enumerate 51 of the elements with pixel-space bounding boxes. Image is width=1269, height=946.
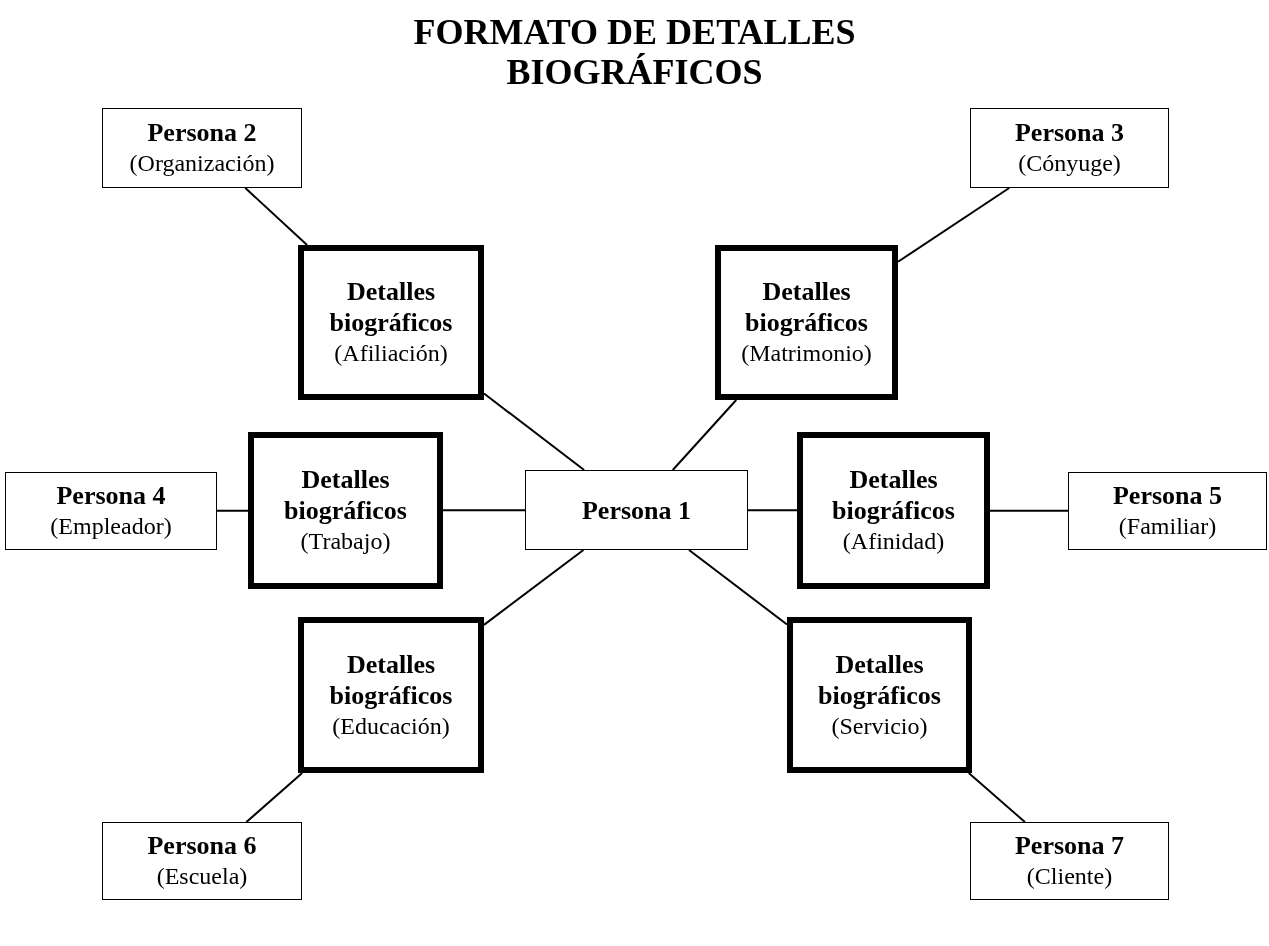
person-box bbox=[970, 822, 1169, 900]
node-subtitle: (Empleador) bbox=[50, 512, 172, 541]
connector-line bbox=[442, 509, 526, 512]
person-box bbox=[5, 472, 217, 550]
node-subtitle: (Cliente) bbox=[1026, 862, 1113, 891]
node-heading: Persona 7 bbox=[1014, 830, 1124, 861]
node-subtitle: (Matrimonio) bbox=[741, 339, 872, 368]
node-subtitle: (Familiar) bbox=[1118, 512, 1217, 541]
node-heading: Detalles biográficos bbox=[328, 276, 454, 338]
connector-line bbox=[747, 509, 798, 512]
details-box bbox=[797, 432, 990, 589]
connector-line bbox=[989, 509, 1069, 512]
node-heading: Persona 5 bbox=[1112, 480, 1222, 511]
node-heading: Detalles biográficos bbox=[283, 464, 408, 526]
connector-line bbox=[483, 549, 585, 626]
connector-line bbox=[483, 392, 586, 471]
node-heading: Detalles biográficos bbox=[328, 648, 454, 711]
node-subtitle: (Servicio) bbox=[831, 711, 928, 741]
person-box bbox=[970, 108, 1169, 188]
node-heading: Persona 6 bbox=[147, 830, 257, 861]
node-subtitle: (Trabajo) bbox=[300, 527, 391, 556]
node-heading: Detalles biográficos bbox=[831, 464, 956, 526]
details-box bbox=[298, 617, 484, 773]
node-heading: Persona 1 bbox=[581, 494, 691, 526]
node-heading: Persona 2 bbox=[147, 117, 257, 148]
node-subtitle: (Educación) bbox=[332, 711, 450, 741]
node-subtitle: (Organización) bbox=[129, 149, 275, 178]
node-heading: Persona 3 bbox=[1014, 117, 1124, 148]
connector-line bbox=[216, 509, 249, 512]
person-box bbox=[1068, 472, 1267, 550]
connector-line bbox=[245, 772, 304, 823]
details-box bbox=[715, 245, 898, 400]
connector-line bbox=[897, 187, 1011, 263]
person-box bbox=[102, 108, 302, 188]
details-box bbox=[787, 617, 972, 773]
node-subtitle: (Escuela) bbox=[156, 862, 248, 891]
connector-line bbox=[244, 187, 309, 246]
node-heading: Persona 4 bbox=[56, 480, 166, 511]
node-subtitle: (Afinidad) bbox=[842, 527, 945, 556]
node-subtitle: (Cónyuge) bbox=[1018, 149, 1121, 178]
connector-line bbox=[688, 549, 788, 626]
details-box bbox=[298, 245, 484, 400]
person-box bbox=[102, 822, 302, 900]
node-heading: Detalles biográficos bbox=[817, 648, 942, 711]
connector-line bbox=[671, 399, 738, 471]
connector-line bbox=[967, 772, 1026, 823]
person-box bbox=[525, 470, 748, 550]
node-heading: Detalles biográficos bbox=[744, 276, 869, 338]
node-subtitle: (Afiliación) bbox=[334, 339, 448, 368]
details-box bbox=[248, 432, 443, 589]
diagram-title: FORMATO DE DETALLES BIOGRÁFICOS bbox=[412, 12, 857, 92]
